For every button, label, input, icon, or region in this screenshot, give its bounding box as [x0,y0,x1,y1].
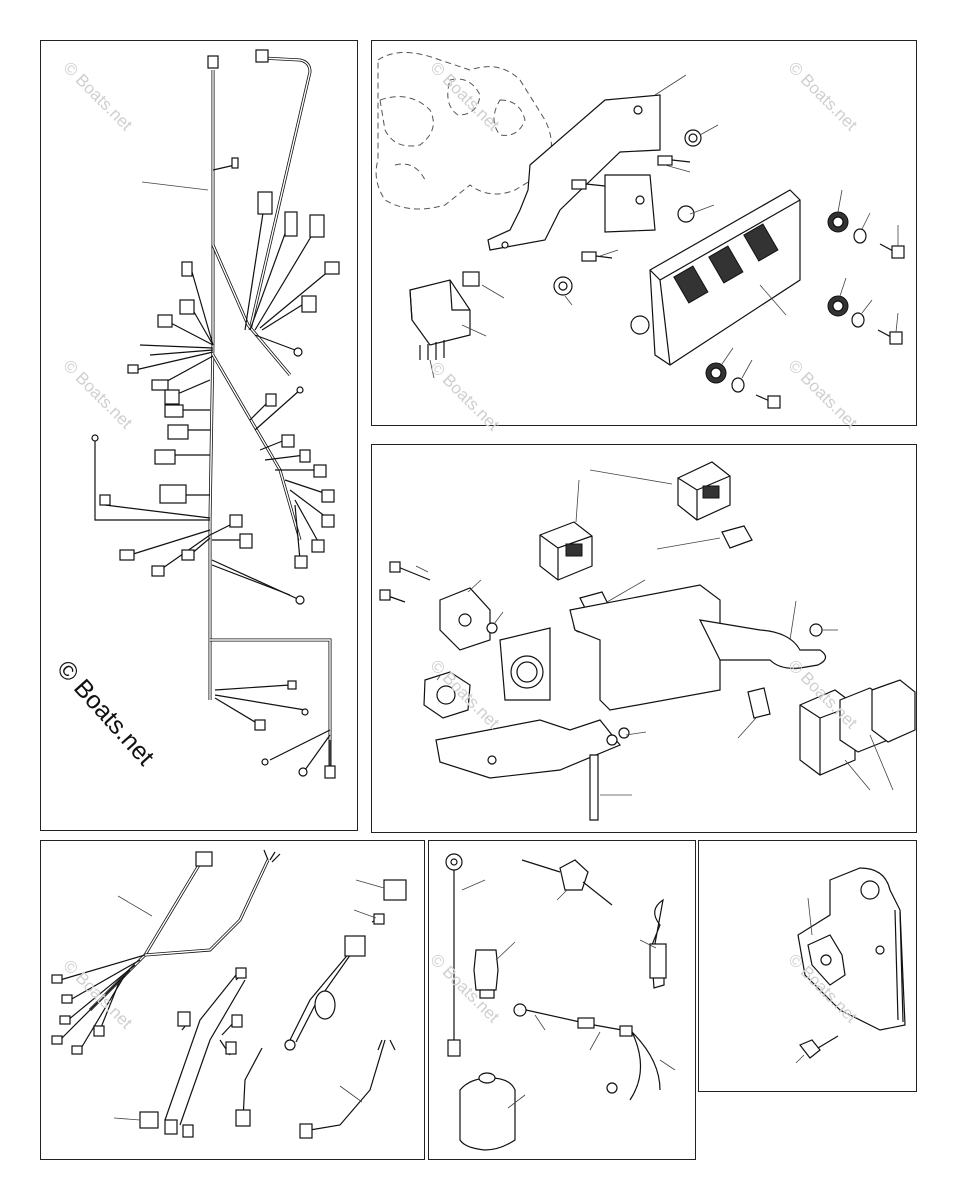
panel-engine-harness [40,840,425,1160]
sensors-assembly [445,853,676,1151]
mount-plate-assembly [795,867,906,1064]
main-wire-harness [91,49,340,779]
engine-wire-harness [51,849,407,1139]
ecm-bracket-assembly [375,52,905,409]
relay-bracket-assembly [379,461,916,821]
